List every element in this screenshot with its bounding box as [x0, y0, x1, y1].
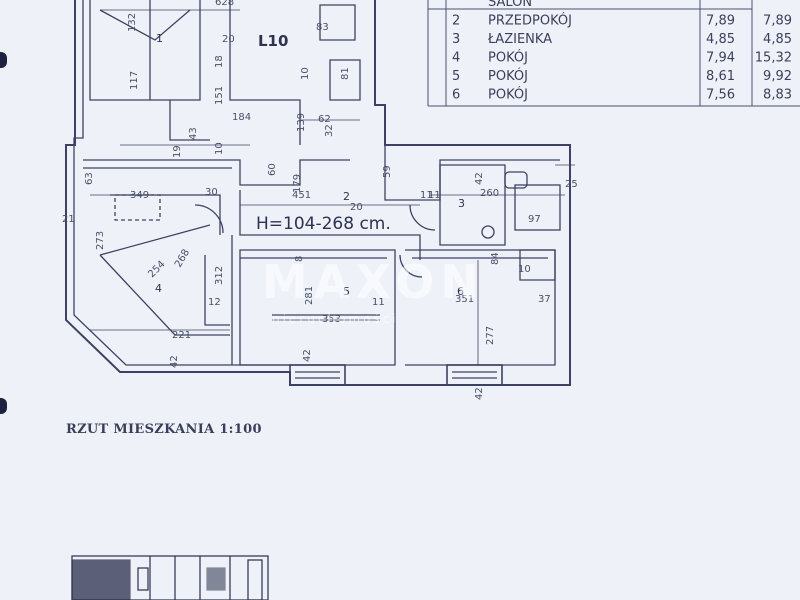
- room-number-5: 5: [343, 285, 350, 298]
- margin-punch-mark: [0, 398, 7, 414]
- dimension-label: 11: [420, 190, 433, 201]
- legend-row-number: 5: [452, 69, 460, 84]
- dimension-label: 32: [324, 124, 335, 137]
- dimension-label: 37: [538, 294, 551, 305]
- dimension-label: 132: [127, 13, 138, 32]
- dimension-label: 353: [322, 314, 341, 325]
- dimension-label: 42: [169, 355, 180, 368]
- drawing-caption: RZUT MIESZKANIA 1:100: [66, 422, 262, 437]
- dimension-label: 20: [222, 34, 235, 45]
- dimension-label: 260: [480, 188, 499, 199]
- dimension-label: 60: [267, 163, 278, 176]
- room-number-6: 6: [457, 285, 464, 298]
- dimension-label: 63: [84, 172, 95, 185]
- legend-room-name: POKÓJ: [488, 50, 528, 66]
- dimension-label: 151: [214, 86, 225, 105]
- legend-area: 7,89: [706, 14, 735, 29]
- dimension-label: 184: [232, 112, 251, 123]
- legend-area-total: 4,85: [763, 32, 792, 47]
- legend-area: 4,85: [706, 32, 735, 47]
- legend-row-number: 2: [452, 14, 460, 29]
- dimension-label: 351: [455, 294, 474, 305]
- legend-area-total: 9,92: [763, 69, 792, 84]
- legend-room-name: SALON: [488, 0, 532, 10]
- room-number-3: 3: [458, 197, 465, 210]
- margin-punch-mark: [0, 52, 7, 68]
- dimension-label: 10: [518, 264, 531, 275]
- dimension-label: 628: [215, 0, 234, 8]
- agency-watermark: MAXON: [262, 255, 485, 309]
- dimension-label: 179: [292, 174, 303, 193]
- legend-area-total: 15,32: [755, 51, 792, 66]
- dimension-label: 42: [474, 387, 485, 400]
- legend-area-total: 7,89: [763, 14, 792, 29]
- dimension-label: 139: [296, 113, 307, 132]
- dimension-label: 19: [172, 145, 183, 158]
- dimension-label: 10: [300, 67, 311, 80]
- dimension-label: 83: [316, 22, 329, 33]
- legend-room-name: POKÓJ: [488, 68, 528, 84]
- legend-area: 8,61: [706, 69, 735, 84]
- dimension-label: 42: [302, 349, 313, 362]
- dimension-label: 312: [214, 266, 225, 285]
- dimension-label: 21: [62, 214, 75, 225]
- legend-area-total: 8,83: [763, 88, 792, 103]
- dimension-label: 11: [428, 190, 441, 201]
- dimension-label: 84: [490, 252, 501, 265]
- dimension-label: 62: [318, 114, 331, 125]
- dimension-label: 451: [292, 190, 311, 201]
- dimension-label: 8: [294, 256, 305, 262]
- dimension-label: 59: [382, 165, 393, 178]
- legend-area: 7,56: [706, 88, 735, 103]
- dimension-label: 12: [208, 297, 221, 308]
- legend-row-number: 6: [452, 88, 460, 103]
- room-number-4: 4: [155, 282, 162, 295]
- unit-label: L10: [258, 32, 288, 50]
- dimension-label: 20: [350, 202, 363, 213]
- dimension-label: 117: [129, 71, 140, 90]
- legend-area: 7,94: [706, 51, 735, 66]
- dimension-label: 10: [214, 142, 225, 155]
- room-number-2: 2: [343, 190, 350, 203]
- dimension-label: 281: [304, 286, 315, 305]
- dimension-label: 42: [474, 172, 485, 185]
- legend-room-name: PRZEDPOKÓJ: [488, 13, 572, 29]
- dimension-label: 97: [528, 214, 541, 225]
- dimension-label: 43: [188, 127, 199, 140]
- legend-row-number: 4: [452, 51, 460, 66]
- ceiling-height-label: H=104-268 cm.: [256, 214, 391, 234]
- dimension-label: 273: [95, 231, 106, 250]
- dimension-label: 30: [205, 187, 218, 198]
- room-number-1: 1: [156, 32, 163, 45]
- legend-row-number: 3: [452, 32, 460, 47]
- dimension-label: 221: [172, 330, 191, 341]
- dimension-label: 25: [565, 179, 578, 190]
- legend-room-name: ŁAZIENKA: [487, 32, 552, 47]
- dimension-label: 18: [214, 55, 225, 68]
- dimension-label: 81: [340, 67, 351, 80]
- dimension-label: 277: [485, 326, 496, 345]
- legend-room-name: POKÓJ: [488, 87, 528, 103]
- agency-watermark-subtitle: nieruchomości: [272, 312, 399, 326]
- dimension-label: 11: [372, 297, 385, 308]
- dimension-label: 349: [130, 190, 149, 201]
